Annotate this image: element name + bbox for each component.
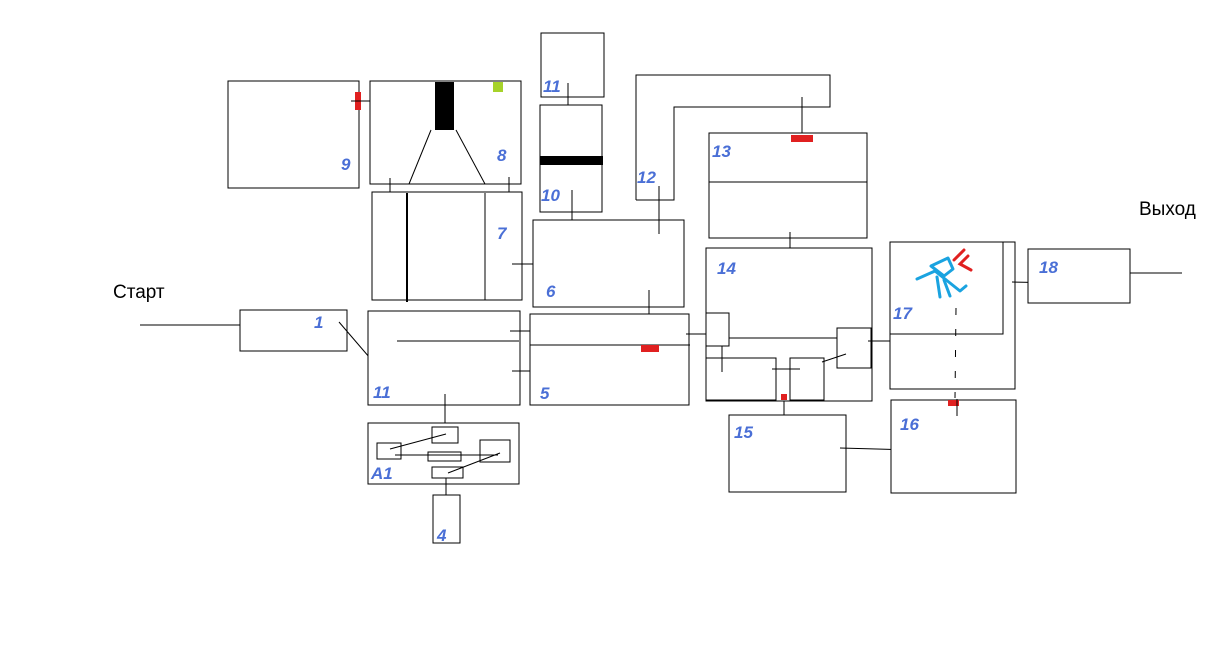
alert-marks-icon (952, 248, 973, 272)
room-number-A1: A1 (370, 464, 393, 483)
room-number-4: 4 (436, 526, 447, 545)
node-A1-right (479, 439, 511, 463)
room-11-top (540, 32, 605, 98)
room-number-5: 5 (540, 384, 550, 403)
room-12 (635, 74, 831, 201)
door-marker-13 (791, 135, 813, 142)
room-11 (367, 310, 521, 406)
node-14-b (705, 357, 777, 401)
room-number-11: 11 (373, 383, 391, 402)
wire-A1-1 (389, 433, 447, 450)
room-4 (432, 494, 461, 544)
room-number-15: 15 (734, 423, 753, 442)
room-number-1: 1 (314, 313, 323, 332)
room-9 (227, 80, 360, 189)
room-7 (371, 191, 523, 301)
room-5 (529, 313, 690, 406)
door-marker-14 (781, 394, 787, 400)
room-number-16: 16 (900, 415, 919, 434)
room-6 (532, 219, 685, 308)
node-14-c (789, 357, 825, 401)
room-number-10: 10 (541, 186, 560, 205)
cone-right-8 (455, 129, 486, 185)
start-label: Старт (113, 282, 165, 303)
cone-left-8 (408, 129, 432, 185)
room-number-13: 13 (712, 142, 731, 161)
room-number-11-top: 11 (543, 77, 561, 96)
room-number-12: 12 (637, 168, 656, 187)
room-13 (708, 132, 868, 239)
pillar-8 (435, 82, 454, 130)
figure-icon (915, 256, 968, 299)
node-14-a (705, 312, 730, 347)
room-15 (728, 414, 847, 493)
node-A1-bottom (431, 466, 464, 479)
node-14-d (836, 327, 872, 369)
wall-17 (890, 242, 1004, 335)
room-number-8: 8 (497, 146, 507, 165)
room-number-17: 17 (893, 304, 913, 323)
room-18 (1027, 248, 1131, 304)
door-marker-16 (948, 400, 959, 406)
room-number-9: 9 (341, 155, 351, 174)
node-A1-left (376, 442, 402, 460)
room-number-18: 18 (1039, 258, 1058, 277)
room-number-14: 14 (717, 259, 736, 278)
exit-label: Выход (1139, 199, 1196, 220)
door-marker-5 (641, 345, 659, 352)
dashed-path-17 (954, 307, 957, 399)
wire-14-3 (821, 353, 847, 363)
room-number-6: 6 (546, 282, 556, 301)
wall-10 (540, 156, 603, 165)
node-A1-top (431, 426, 459, 444)
green-marker-8 (493, 82, 503, 92)
room-16 (890, 399, 1017, 494)
node-A1-mid (427, 451, 462, 462)
room-number-7: 7 (497, 224, 508, 243)
wire-A1-3 (447, 452, 501, 474)
room-1 (239, 309, 348, 352)
